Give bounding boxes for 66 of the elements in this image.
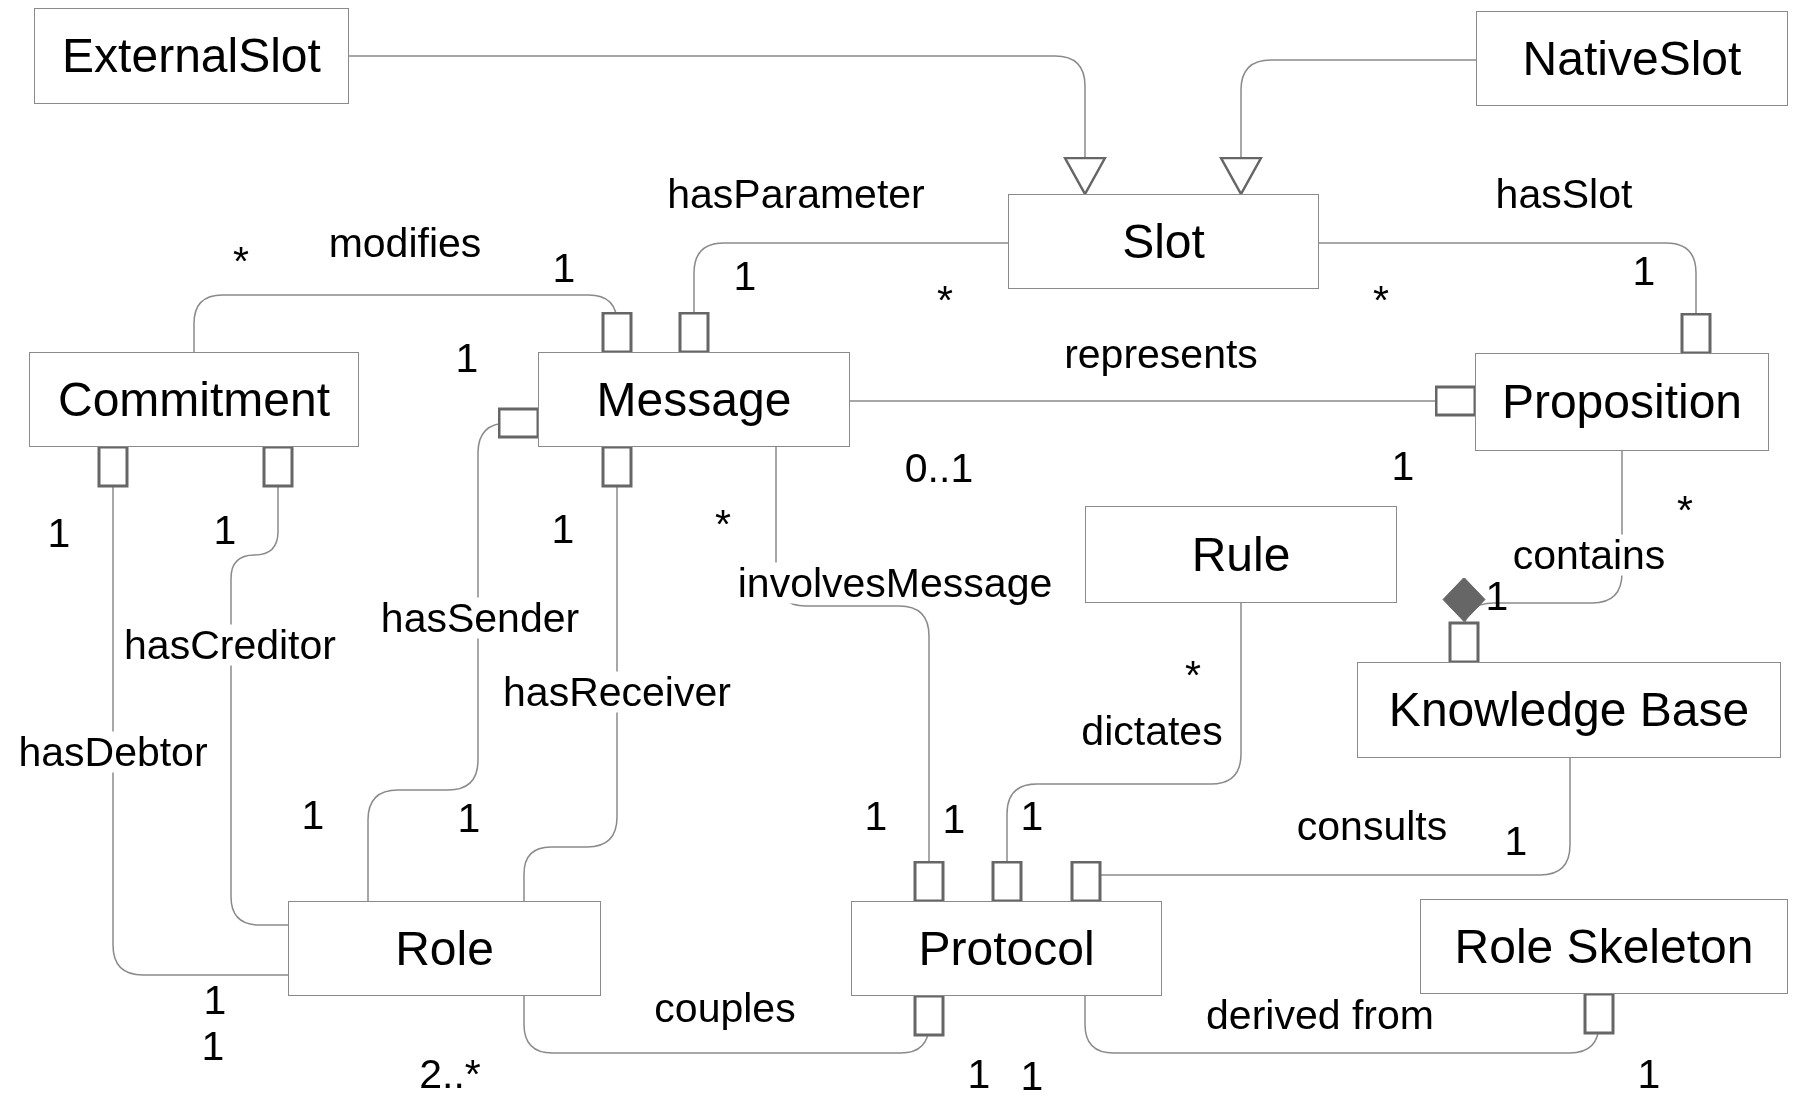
generalization-arrow bbox=[348, 55, 1107, 196]
association-line bbox=[991, 602, 1242, 903]
multiplicity-label: 1 bbox=[457, 797, 481, 839]
multiplicity-label: 1 bbox=[1020, 795, 1044, 837]
association-line bbox=[367, 407, 540, 902]
multiplicity-label: * bbox=[715, 503, 731, 545]
class-name: NativeSlot bbox=[1522, 34, 1742, 83]
class-name: Message bbox=[596, 375, 792, 424]
association-line bbox=[1070, 757, 1571, 903]
multiplicity-label: 1 bbox=[203, 979, 227, 1021]
class-name: Role bbox=[395, 924, 494, 973]
class-box bbox=[1357, 662, 1781, 758]
association-line bbox=[1318, 242, 1712, 355]
multiplicity-label: 1 bbox=[455, 337, 479, 379]
class-name: Protocol bbox=[918, 924, 1095, 973]
association-line bbox=[1084, 992, 1615, 1054]
class-name: Proposition bbox=[1501, 378, 1743, 426]
multiplicity-label: 1 bbox=[967, 1053, 991, 1095]
association-line bbox=[523, 994, 945, 1054]
multiplicity-label: 1 bbox=[201, 1025, 225, 1067]
multiplicity-label: * bbox=[1373, 279, 1389, 321]
multiplicity-label: * bbox=[1677, 489, 1693, 531]
multiplicity-label: * bbox=[1185, 654, 1201, 696]
multiplicity-label: 1 bbox=[1504, 820, 1528, 862]
multiplicity-label: 1 bbox=[1020, 1055, 1044, 1097]
class-box bbox=[34, 8, 349, 104]
multiplicity-label: 1 bbox=[213, 509, 237, 551]
multiplicity-label: 1 bbox=[942, 798, 966, 840]
class-box bbox=[851, 901, 1162, 996]
class-name: Commitment bbox=[57, 375, 330, 424]
class-box bbox=[1476, 11, 1788, 106]
multiplicity-label: 1 bbox=[1637, 1053, 1661, 1095]
multiplicity-label: 1 bbox=[47, 512, 71, 554]
multiplicity-label: 2..* bbox=[419, 1053, 481, 1095]
association-line bbox=[97, 445, 289, 976]
association-line bbox=[230, 445, 294, 926]
class-name: ExternalSlot bbox=[62, 32, 321, 80]
class-box bbox=[538, 352, 850, 447]
class-box bbox=[1085, 506, 1397, 603]
class-box bbox=[1475, 353, 1769, 451]
class-name: Rule bbox=[1191, 530, 1291, 579]
multiplicity-label: 1 bbox=[301, 794, 325, 836]
association-line bbox=[1441, 450, 1623, 664]
multiplicity-label: * bbox=[233, 240, 249, 282]
class-box bbox=[29, 352, 359, 447]
multiplicity-label: 1 bbox=[552, 247, 576, 289]
class-name: Knowledge Base bbox=[1388, 686, 1750, 734]
class-box bbox=[1420, 899, 1788, 994]
multiplicity-label: 0..1 bbox=[904, 447, 974, 489]
generalization-arrow bbox=[1219, 59, 1477, 196]
association-line bbox=[193, 294, 633, 354]
association-line bbox=[678, 242, 1009, 354]
multiplicity-label: * bbox=[937, 279, 953, 321]
multiplicity-label: 1 bbox=[551, 508, 575, 550]
class-box bbox=[288, 901, 601, 996]
class-box bbox=[1008, 194, 1319, 289]
association-line bbox=[523, 445, 633, 902]
multiplicity-label: 1 bbox=[1391, 445, 1415, 487]
class-name: Slot bbox=[1122, 217, 1205, 266]
class-name: Role Skeleton bbox=[1454, 922, 1754, 971]
association-line bbox=[775, 446, 945, 903]
association-line bbox=[849, 385, 1477, 417]
multiplicity-label: 1 bbox=[1485, 575, 1509, 617]
multiplicity-label: 1 bbox=[733, 255, 757, 297]
multiplicity-label: 1 bbox=[864, 795, 888, 837]
multiplicity-label: 1 bbox=[1632, 250, 1656, 292]
